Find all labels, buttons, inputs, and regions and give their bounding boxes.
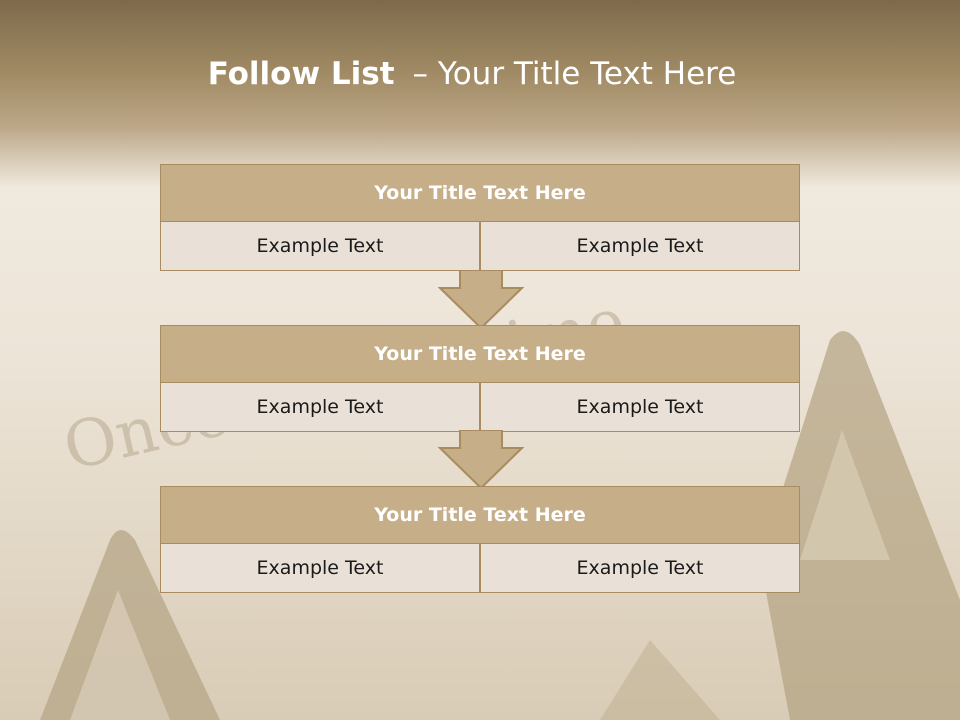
block-cell-left: Example Text (160, 221, 480, 271)
block-heading: Your Title Text Here (160, 486, 800, 544)
block-heading: Your Title Text Here (160, 325, 800, 383)
slide-title: Follow List – Your Title Text Here (0, 56, 944, 92)
block-cell-left: Example Text (160, 543, 480, 593)
block-cell-right: Example Text (480, 382, 800, 432)
block-cell-right: Example Text (480, 221, 800, 271)
block-heading: Your Title Text Here (160, 164, 800, 222)
down-arrow-icon (438, 270, 524, 330)
block-cell-left: Example Text (160, 382, 480, 432)
title-subtitle-part: – Your Title Text Here (412, 56, 737, 92)
title-bold-part: Follow List (207, 56, 395, 92)
down-arrow-icon (438, 430, 524, 490)
block-cell-right: Example Text (480, 543, 800, 593)
